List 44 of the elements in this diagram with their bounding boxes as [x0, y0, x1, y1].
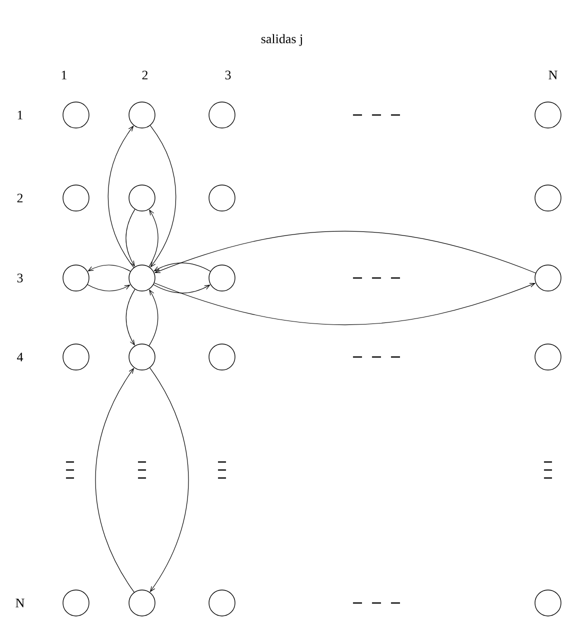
- state-circle: [208, 102, 236, 128]
- state-circle: [128, 590, 156, 616]
- arrow: [126, 209, 136, 267]
- arrow: [95, 368, 134, 592]
- row-number: 4: [17, 352, 24, 362]
- arrow: [126, 289, 136, 346]
- arrow: [148, 209, 158, 267]
- row-number: 3: [17, 274, 23, 282]
- arrow: [154, 230, 536, 274]
- state-circle: [62, 344, 90, 370]
- arrow: [87, 284, 130, 292]
- column-number: N: [548, 70, 558, 80]
- column-number: 3: [225, 70, 231, 80]
- state-circle: [534, 344, 562, 370]
- row-number: N: [16, 598, 24, 608]
- state-circle: [62, 184, 90, 212]
- state-circle: [128, 344, 156, 370]
- state-circle: [208, 344, 236, 370]
- arrow: [88, 264, 131, 272]
- state-circle: [534, 590, 562, 616]
- column-number: 2: [142, 70, 148, 80]
- state-circle: [208, 264, 236, 292]
- arrow: [150, 368, 189, 592]
- arrow: [153, 284, 210, 294]
- title: salidas j: [261, 34, 302, 46]
- arrow: [154, 282, 536, 326]
- state-circle: [128, 184, 156, 212]
- state-circle: [62, 264, 90, 292]
- arrow: [154, 262, 211, 272]
- state-circle: [534, 264, 562, 292]
- state-circle: [128, 264, 156, 292]
- arrow: [150, 125, 176, 268]
- row-number: 1: [18, 110, 22, 120]
- state-circle: [534, 102, 562, 128]
- state-circle: [128, 102, 156, 128]
- column-number: 1: [62, 70, 66, 80]
- state-circle: [62, 590, 90, 616]
- state-circle: [208, 590, 236, 616]
- row-number: 2: [17, 194, 23, 202]
- arrow: [108, 126, 134, 268]
- arrow: [148, 289, 158, 346]
- state-circle: [534, 184, 562, 212]
- state-circle: [208, 184, 236, 212]
- state-circle: [62, 102, 90, 128]
